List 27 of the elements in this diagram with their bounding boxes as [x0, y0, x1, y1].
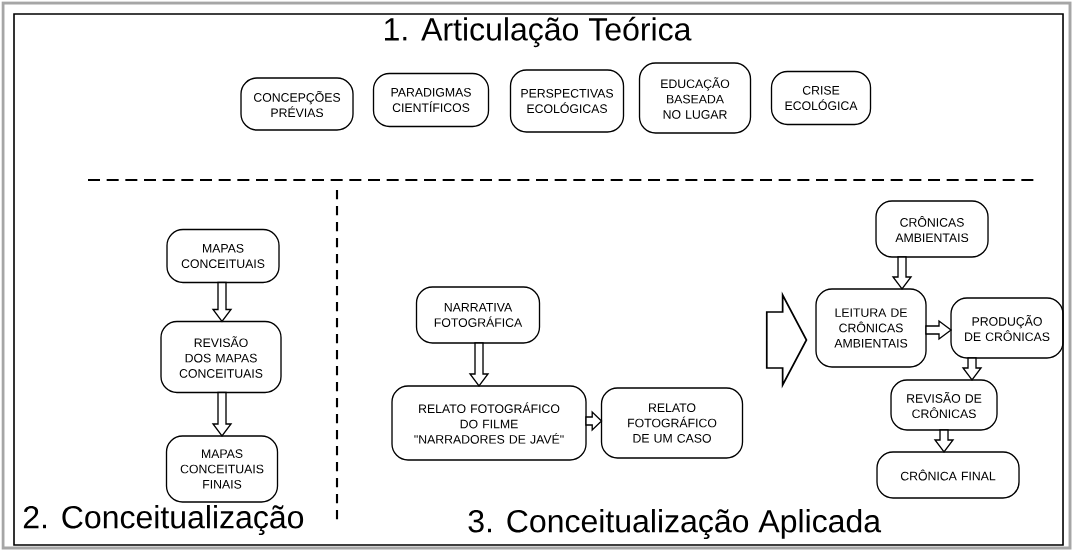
process-box: MAPAS CONCEITUAIS FINAIS	[165, 435, 279, 503]
arrow	[585, 410, 603, 432]
process-box: REVISÃO DOS MAPAS CONCEITUAIS	[160, 320, 282, 394]
process-box: PRODUÇÃO DE CRÔNICAS	[950, 297, 1064, 359]
process-box: CRÔNICAS AMBIENTAIS	[875, 200, 989, 258]
process-box: CONCEPÇÕES PRÉVIAS	[240, 77, 354, 131]
section-heading: 3. Conceitualização Aplicada	[468, 509, 882, 539]
block-arrow	[765, 291, 808, 389]
process-box: RELATO FOTOGRÁFICO DO FILME "NARRADORES DE JAVÉ"	[391, 385, 587, 461]
arrow	[925, 319, 953, 341]
process-box: PERSPECTIVAS ECOLÓGICAS	[509, 69, 625, 133]
arrow	[891, 256, 913, 291]
process-box: MAPAS CONCEITUAIS	[166, 228, 280, 284]
process-box: RELATO FOTOGRÁFICO DE UM CASO	[600, 387, 744, 459]
process-box: LEITURA DE CRÔNICAS AMBIENTAIS	[815, 288, 927, 368]
arrow	[211, 391, 233, 438]
arrow	[933, 429, 955, 454]
arrow	[468, 342, 490, 388]
section-heading: 1. Articulação Teórica	[385, 16, 692, 48]
process-box: CRÔNICA FINAL	[876, 451, 1020, 499]
process-box: REVISÃO DE CRÔNICAS	[890, 379, 998, 431]
process-box: NARRATIVA FOTOGRÁFICA	[415, 286, 541, 344]
process-box: EDUCAÇÃO BASEADA NO LUGAR	[638, 62, 752, 134]
process-box: CRISE ECOLÓGICA	[770, 70, 872, 126]
arrow	[961, 357, 983, 382]
process-box: PARADIGMAS CIENTÍFICOS	[372, 72, 490, 128]
arrow	[211, 281, 233, 323]
